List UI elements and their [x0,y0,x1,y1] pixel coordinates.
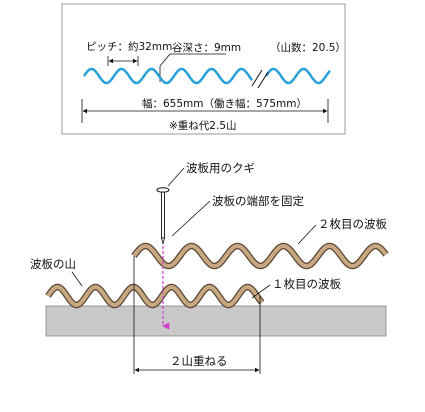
break-mark [251,69,269,89]
depth-label: 谷深さ：9mm [172,42,241,54]
nail-label: 波板用のクギ [186,161,255,175]
first-sheet [46,285,264,307]
second-sheet-leader [297,224,317,245]
fix-leader [171,200,211,237]
installation-diagram: 波板用のクギ 波板の端部を固定 ２枚目の波板 波板の山 １枚目の波板 ２山重ねる [30,161,389,374]
spec-wave-right [264,67,331,85]
fix-label: 波板の端部を固定 [212,194,304,208]
nail-icon [156,187,170,245]
first-sheet-leader [251,284,271,299]
spec-wave-left [82,67,253,85]
peak-label: 波板の山 [30,257,76,271]
depth-leader [159,53,171,67]
second-sheet [132,244,388,268]
overlap-label: ２山重ねる [170,354,228,368]
peaks-label: （山数：20.5） [270,41,346,54]
first-sheet-label: １枚目の波板 [272,277,341,291]
nail-leader [167,167,185,187]
pitch-label: ピッチ：約32mm [86,40,172,53]
spec-box: ピッチ：約32mm 谷深さ：9mm （山数：20.5） 幅：655mm（働き幅：… [61,3,346,135]
second-sheet-label: ２枚目の波板 [318,217,387,231]
peak-leader [71,271,83,287]
overlap-note: ※重ね代2.5山 [169,119,237,132]
width-label: 幅：655mm（働き幅：575mm） [142,97,307,110]
base-rafter [45,305,387,337]
